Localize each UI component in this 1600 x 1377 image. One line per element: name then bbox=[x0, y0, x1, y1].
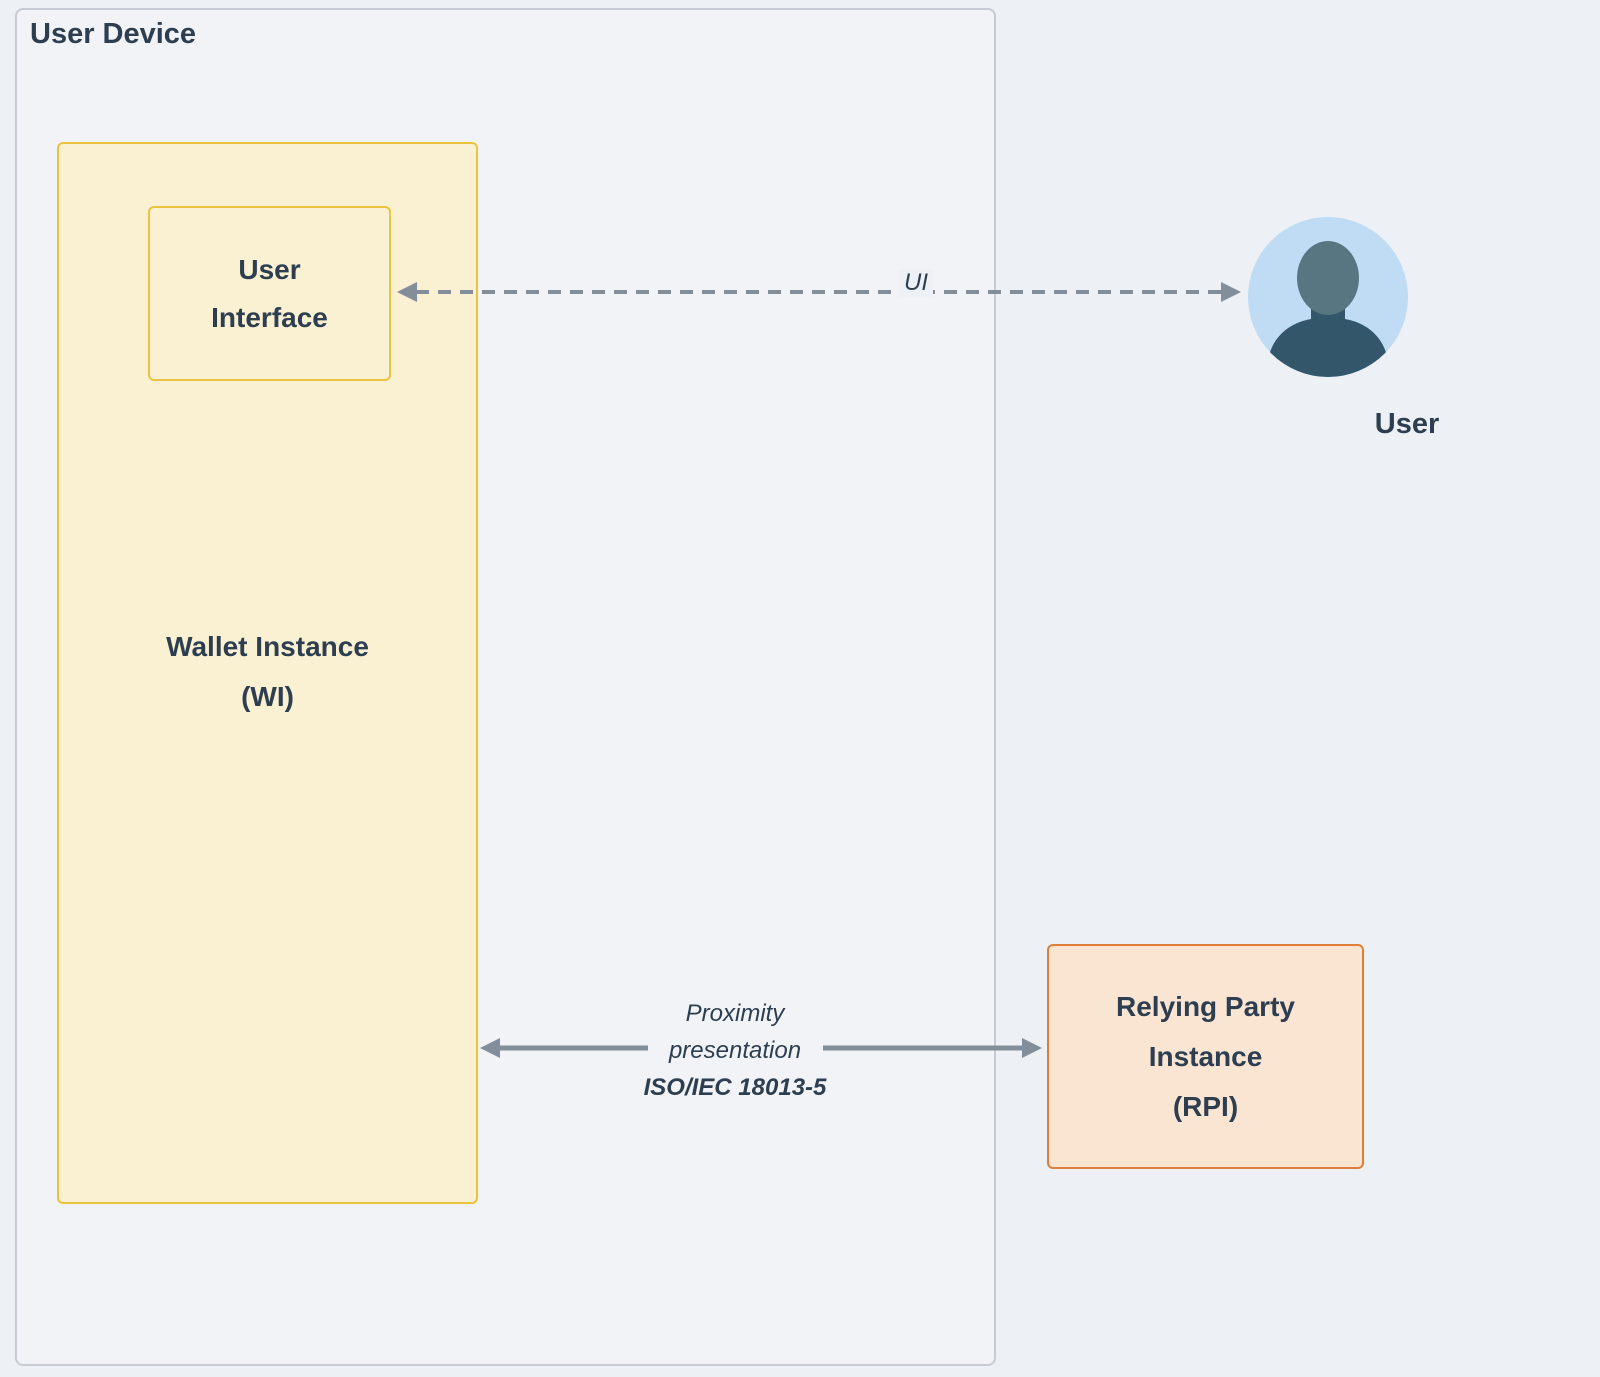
wallet-instance-box: User Interface Wallet Instance (WI) bbox=[57, 142, 478, 1204]
wallet-instance-label: Wallet Instance (WI) bbox=[59, 622, 476, 722]
proximity-label-line2: presentation bbox=[668, 1037, 802, 1064]
user-avatar-icon bbox=[1248, 217, 1408, 377]
user-interface-label-line2: Interface bbox=[211, 301, 328, 333]
proximity-label-line3: ISO/IEC 18013-5 bbox=[643, 1074, 827, 1101]
proximity-arrow-label: Proximity presentation ISO/IEC 18013-5 bbox=[585, 995, 885, 1106]
user-avatar bbox=[1248, 217, 1408, 377]
rpi-label-line2: Instance bbox=[1148, 1040, 1263, 1072]
user-interface-label-line1: User bbox=[238, 253, 301, 285]
relying-party-instance-box: Relying Party Instance (RPI) bbox=[1047, 944, 1364, 1169]
wallet-instance-label-line1: Wallet Instance bbox=[166, 631, 369, 662]
rpi-label-line3: (RPI) bbox=[1172, 1090, 1239, 1122]
user-interface-box: User Interface bbox=[148, 206, 391, 381]
rpi-label-line1: Relying Party bbox=[1116, 990, 1295, 1022]
wallet-instance-label-line2: (WI) bbox=[241, 681, 294, 712]
user-device-title: User Device bbox=[30, 18, 197, 50]
ui-arrow-label: UI bbox=[899, 269, 933, 297]
user-label: User bbox=[1374, 408, 1440, 440]
proximity-label-line1: Proximity bbox=[685, 1000, 785, 1027]
